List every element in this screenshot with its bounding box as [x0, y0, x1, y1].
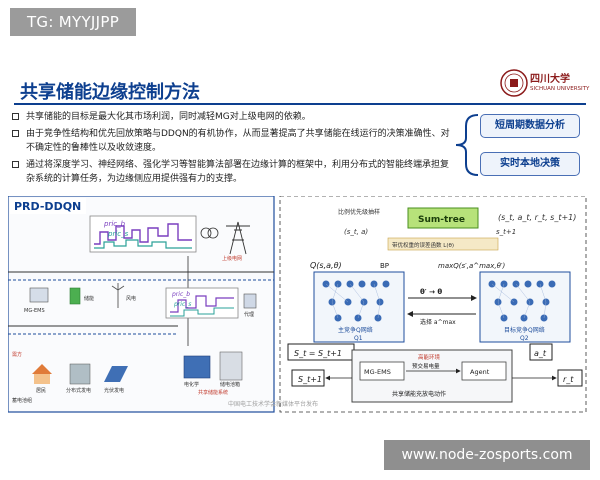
- forecast-label: 预交易电量: [412, 362, 440, 370]
- bullet-square-icon: [12, 113, 19, 120]
- reward-box-label: r_t: [563, 375, 574, 384]
- university-seal-icon: [500, 69, 528, 97]
- battery-label: 蓄电池组: [12, 397, 32, 404]
- wind-label: 风电: [126, 295, 136, 302]
- next-state-box: [291, 369, 325, 387]
- bp-label: BP: [380, 262, 389, 270]
- curly-brace-icon: [455, 114, 479, 176]
- agent-small-icon: [243, 293, 257, 309]
- mg-ems-left-icon: [29, 287, 49, 303]
- shared-storage-label: 共享储能系统: [198, 389, 228, 396]
- footer-watermark: 中国电工技术学会新媒体平台发布: [228, 401, 319, 408]
- title-divider: [14, 103, 586, 105]
- agent-box: [461, 361, 507, 381]
- next-state-label: s_t+1: [496, 228, 516, 236]
- loss-label: 带优权重的误差函数 L(θ): [392, 241, 454, 249]
- solar-panel-icon: [104, 366, 128, 382]
- site-watermark: www.node-zosports.com: [384, 440, 590, 470]
- theta-update-label: θ′ → θ: [420, 288, 442, 296]
- prd-ddqn-diagram: PRD-DDQN pric_b pric_s 上级电网 MG-EMS 储能 风电…: [8, 196, 587, 413]
- state-action-label: (s_t, a): [344, 228, 368, 236]
- bullet-square-icon: [12, 161, 19, 168]
- loss-box: [387, 237, 499, 251]
- mg-ems-left-label: MG-EMS: [24, 308, 45, 314]
- battery-cabinet-icon: [219, 351, 243, 381]
- power-tower-icon: [226, 221, 250, 255]
- q-target-label: maxQ(s′,a^max,θ′): [438, 262, 505, 270]
- agent-label: Agent: [470, 368, 490, 376]
- bullet-item: 由于竞争性结构和优先回放策略与DDQN的有机协作，从而显著提高了共享储能在线运行…: [12, 127, 452, 155]
- price-buy-label: pric_b: [103, 220, 126, 228]
- residential-label: 居民: [36, 388, 46, 394]
- sum-tree-box: [407, 207, 479, 229]
- storage-action-label: 共享储能充放电动作: [392, 390, 446, 398]
- agent-small-label: 代理: [244, 311, 254, 318]
- q-main-label: Q(s,a,θ): [310, 261, 342, 270]
- bullet-square-icon: [12, 130, 19, 137]
- q1-label: Q1: [354, 335, 363, 342]
- price-buy-line: [94, 223, 192, 245]
- price-sell-line: [94, 239, 192, 249]
- realtime-decision-label: 实时本地决策: [480, 152, 580, 176]
- cabinet-label: 储电池箱: [220, 381, 240, 388]
- reward-box: [557, 369, 583, 387]
- upper-grid-label: 上级电网: [222, 255, 242, 262]
- sum-tree-label: Sum-tree: [418, 215, 465, 225]
- dist-gen-label: 分布式发电: [66, 387, 91, 394]
- chem-storage-label: 电化学: [184, 381, 199, 388]
- bullet-text: 通过将深度学习、神经网络、强化学习等智能算法部署在边缘计算的框架中，利用分布式的…: [26, 160, 450, 184]
- next-state-box-label: S_t+1: [298, 375, 322, 384]
- environment-label: 高能环境: [418, 353, 441, 361]
- house-icon: [32, 364, 52, 374]
- sampling-label: 比例优先级抽样: [338, 208, 380, 216]
- bullet-list: 共享储能的目标是最大化其市场利润，同时减轻MG对上级电网的依赖。 由于竞争性结构…: [12, 110, 452, 189]
- university-logo-name: 四川大学: [530, 74, 570, 85]
- watermark-tag: TG: MYYJJPP: [10, 8, 136, 36]
- prd-label-bg: [10, 198, 86, 214]
- transition-tuple-label: (s_t, a_t, r_t, s_t+1): [498, 213, 576, 222]
- mg-ems-box: [359, 361, 405, 381]
- pv-label: 光伏发电: [104, 387, 124, 394]
- prd-label: PRD-DDQN: [14, 200, 81, 213]
- price-sell-label-lower: pric_s: [173, 301, 191, 308]
- target-network-label: 目标竞争Q网络: [504, 326, 545, 334]
- action-box: [529, 343, 553, 361]
- wind-turbine-icon: [111, 283, 125, 308]
- state-update-label: S_t = S_t+1: [294, 349, 342, 358]
- bullet-item: 通过将深度学习、神经网络、强化学习等智能算法部署在边缘计算的框架中，利用分布式的…: [12, 158, 452, 186]
- bullet-item: 共享储能的目标是最大化其市场利润，同时减轻MG对上级电网的依赖。: [12, 110, 452, 124]
- short-term-analysis-label: 短周期数据分析: [480, 114, 580, 138]
- bullet-text: 共享储能的目标是最大化其市场利润，同时减轻MG对上级电网的依赖。: [26, 112, 311, 122]
- select-action-label: 选择 a^max: [420, 318, 456, 326]
- transformer-icon: [200, 227, 212, 239]
- storage-icon: [69, 287, 81, 305]
- bullet-text: 由于竞争性结构和优先回放策略与DDQN的有机协作，从而显著提高了共享储能在线运行…: [26, 129, 450, 153]
- slide-title: 共享储能边缘控制方法: [20, 82, 200, 103]
- q2-label: Q2: [520, 335, 529, 342]
- main-network-label: 主竞争Q网络: [338, 326, 373, 334]
- dist-gen-icon: [69, 363, 91, 385]
- university-logo-sub: SICHUAN UNIVERSITY: [530, 86, 590, 92]
- storage-label: 储能: [84, 295, 94, 302]
- action-box-label: a_t: [534, 349, 547, 358]
- price-sell-label: pric_s: [107, 230, 129, 238]
- battery-rack-icon: [183, 355, 211, 379]
- price-buy-label-lower: pric_b: [171, 291, 190, 298]
- user-label: 需方: [12, 351, 22, 358]
- mg-ems-label: MG-EMS: [364, 368, 391, 376]
